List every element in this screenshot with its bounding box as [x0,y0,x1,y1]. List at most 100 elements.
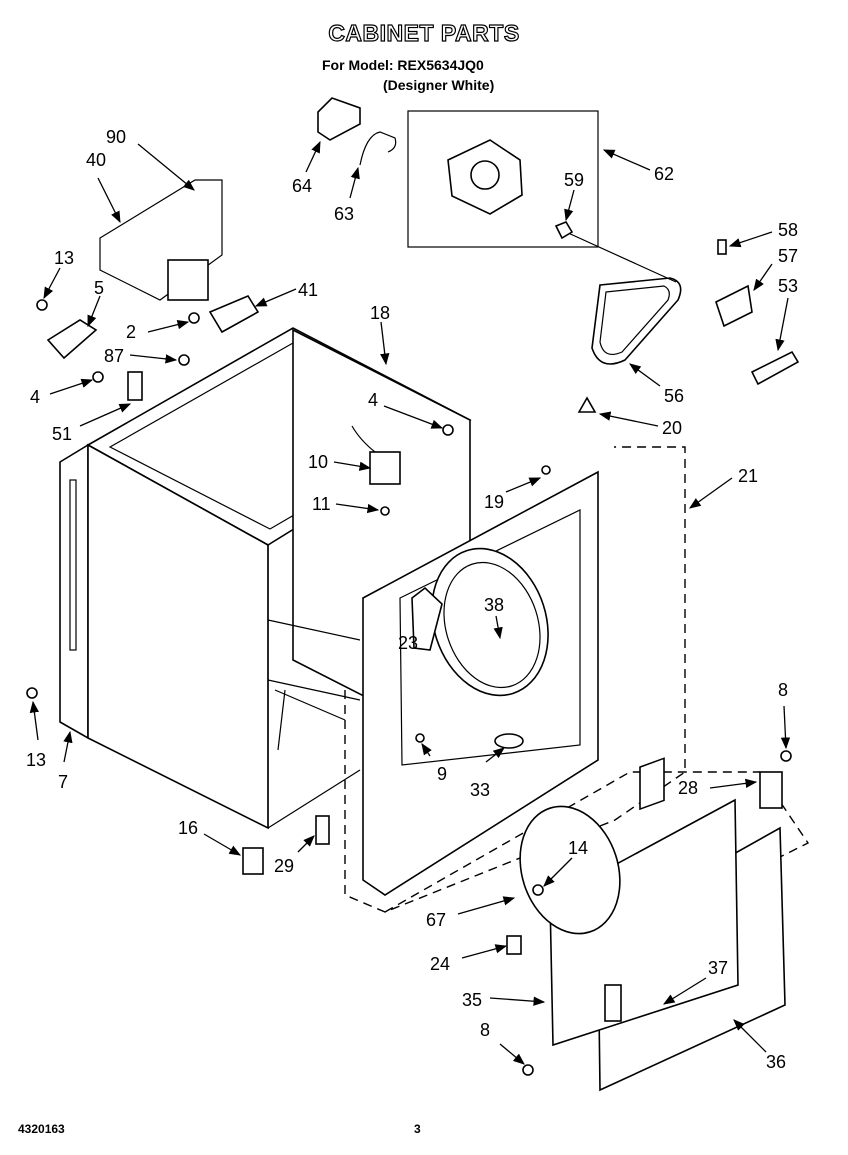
callout-56: 56 [664,386,684,406]
callout-24: 24 [430,954,450,974]
screw-13-upper [36,299,48,311]
callout-63: 63 [334,204,354,224]
leader-2 [147,320,190,333]
leader-58 [728,231,773,248]
thermostat-lead [351,425,376,453]
thermostat [369,451,401,485]
document-number: 4320163 [18,1122,65,1136]
drive-belt [591,277,682,365]
leader-24 [461,944,508,959]
support-leg [277,689,286,751]
leader-53 [775,297,789,352]
callout-51: 51 [52,424,72,444]
callout-53: 53 [778,276,798,296]
support-bar [274,689,346,721]
callout-33: 33 [470,780,490,800]
leader-13-upper [43,267,61,300]
cabinet-bottom-edge [267,769,361,829]
belt-reference-line [565,231,677,283]
leader-11 [335,503,380,514]
leader-4-left [49,378,94,395]
screw-9 [415,733,425,743]
page-title: CABINET PARTS [328,19,520,46]
callout-41: 41 [298,280,318,300]
screw-4-right [442,424,454,436]
callout-67: 67 [426,910,446,930]
leader-64 [305,140,321,173]
door-catch [506,935,522,955]
leader-59 [564,189,575,222]
callout-62: 62 [654,164,674,184]
front-panel-group-outline [344,446,686,913]
idler-bracket [715,284,753,328]
leader-41 [254,288,297,307]
callout-8: 8 [778,680,788,700]
variant-line: (Designer White) [383,77,495,93]
model-line: For Model: REX5634JQ0 [322,57,484,73]
callout-35: 35 [462,990,482,1010]
leader-21 [689,477,733,509]
leader-19 [505,477,542,493]
side-slot [69,479,77,651]
terminal-bracket [317,97,361,141]
leader-18 [380,321,390,366]
callout-10: 10 [308,452,328,472]
callout-28: 28 [678,778,698,798]
door-opening-ring [431,547,549,697]
door-inner-panel [549,798,739,1047]
door-hinge [759,771,783,809]
wire-harness-clip [359,131,397,166]
callout-59: 59 [564,170,584,190]
callout-13: 13 [26,750,46,770]
screw-4-left [92,371,104,383]
leader-28 [709,778,758,789]
callout-5: 5 [94,278,104,298]
callout-36: 36 [766,1052,786,1072]
motor-clip [554,221,574,240]
screw-13-lower [26,687,38,699]
callout-4: 4 [368,390,378,410]
callout-29: 29 [274,856,294,876]
screw-11 [380,506,390,516]
screw-8-hinge [780,750,792,762]
cabinet-side-panel [59,443,89,740]
callout-14: 14 [568,838,588,858]
callout-2: 2 [126,322,136,342]
terminal-block [167,259,209,301]
leader-56 [629,363,661,387]
leader-90 [137,143,195,191]
leader-10 [333,461,372,471]
callout-64: 64 [292,176,312,196]
callout-4: 4 [30,387,40,407]
leader-8-door [499,1043,525,1065]
screw-87 [178,354,190,366]
callout-38: 38 [484,595,504,615]
callout-21: 21 [738,466,758,486]
leader-8-hinge [780,705,791,750]
callout-57: 57 [778,246,798,266]
leveling-leg [242,847,264,875]
light-bracket [411,586,443,651]
leader-29 [297,835,315,853]
callout-20: 20 [662,418,682,438]
door-handle [639,757,665,811]
screw-8-door [522,1064,534,1076]
idler-pulley-arm [750,350,800,386]
callout-19: 19 [484,492,504,512]
callout-87: 87 [104,346,124,366]
callout-9: 9 [437,764,447,784]
leader-37 [663,977,707,1005]
door-seal [519,805,621,935]
screw-19 [541,465,551,475]
leader-36 [733,1019,767,1053]
door-opening-ring-inner [443,561,541,689]
leader-57 [753,263,773,291]
callout-37: 37 [708,958,728,978]
leader-33 [485,747,505,763]
front-panel-opening [399,509,581,766]
callout-7: 7 [58,772,68,792]
drive-belt-inner [599,285,670,355]
leader-13-lower [29,700,40,741]
leader-51 [79,403,132,427]
